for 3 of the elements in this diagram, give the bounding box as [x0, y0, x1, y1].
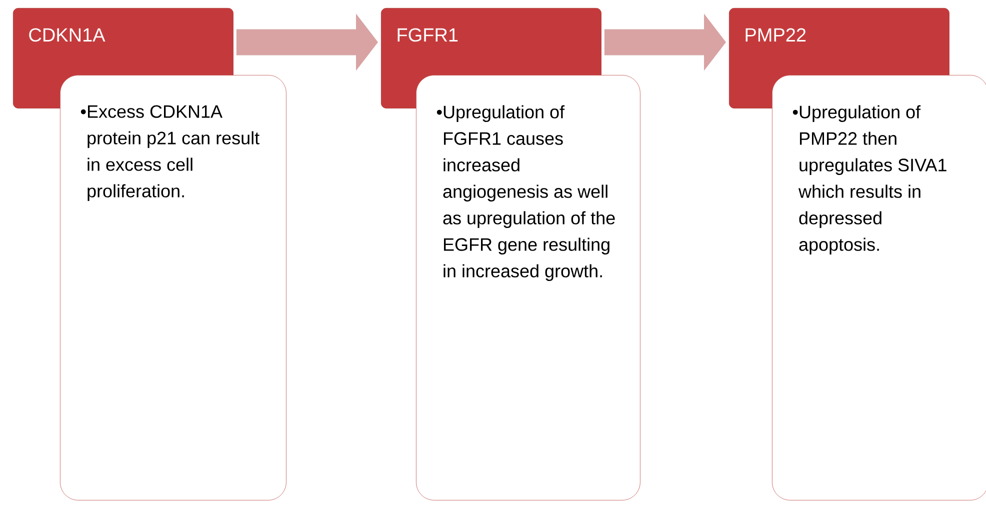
text-card: •Upregulation of FGFR1 causes increased angiogenesis as well as upregulation of the EGFR gene resulting in increased growth.	[416, 75, 640, 500]
text-card: •Upregulation of PMP22 then upregulates SIVA1 which results in depressed apoptosis.	[772, 75, 986, 500]
text-card: •Excess CDKN1A protein p21 can result in excess cell proliferation.	[60, 75, 286, 500]
